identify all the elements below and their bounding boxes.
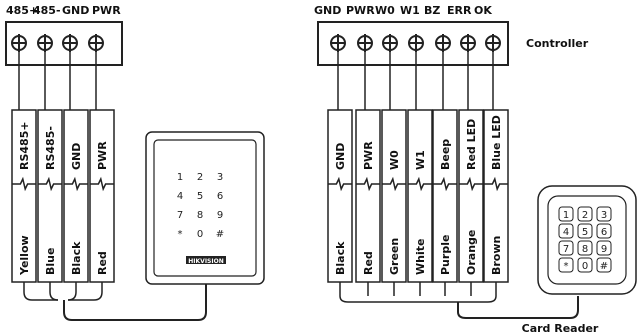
left-wire-signal-label: RS485- xyxy=(44,126,57,170)
card-reader-label: Card Reader xyxy=(522,322,599,335)
left-bundle-line xyxy=(49,282,59,301)
left-reader-key: 3 xyxy=(217,172,223,183)
right-wire-break xyxy=(433,176,457,192)
left-terminal-label: GND xyxy=(62,4,89,17)
card-reader-key xyxy=(596,206,612,222)
left-bundle-line xyxy=(23,282,58,301)
right-wire-color-label: Purple xyxy=(439,235,452,275)
left-reader-key: 9 xyxy=(217,210,223,221)
card-reader-key-label: * xyxy=(564,261,569,272)
controller-label: Controller xyxy=(526,37,589,50)
right-terminal-label: BZ xyxy=(424,4,440,17)
left-reader-key: 8 xyxy=(197,210,203,221)
right-wire-break xyxy=(408,176,432,192)
left-reader-logo-text: HIKVISION xyxy=(188,258,223,265)
right-wire-signal-label: W0 xyxy=(388,150,401,170)
card-reader-key xyxy=(596,257,612,273)
right-wire-signal-label: Blue LED xyxy=(490,115,503,170)
right-terminal-label: W0 xyxy=(375,4,395,17)
left-reader-key: 4 xyxy=(177,191,183,202)
right-terminal-label: PWR xyxy=(346,4,375,17)
left-wire-color-label: Yellow xyxy=(18,235,31,276)
left-wire-signal-label: PWR xyxy=(96,141,109,170)
right-terminal-label: ERR xyxy=(447,4,472,17)
right-wire-color-label: White xyxy=(414,239,427,275)
left-wire-break xyxy=(38,176,62,192)
left-wire-color-label: Blue xyxy=(44,248,57,275)
right-wire-signal-label: Red LED xyxy=(465,119,478,170)
left-reader-key: * xyxy=(178,229,183,240)
card-reader-key-label: 4 xyxy=(563,227,569,238)
right-wire-break xyxy=(382,176,406,192)
left-reader-key: # xyxy=(216,229,224,240)
left-terminal-label: 485+ xyxy=(6,4,38,17)
card-reader-key xyxy=(558,206,574,222)
left-wire-signal-label: GND xyxy=(70,143,83,170)
card-reader-key xyxy=(558,223,574,239)
right-wire-color-label: Orange xyxy=(465,230,478,275)
left-reader-logo xyxy=(186,256,226,264)
card-reader-key xyxy=(577,257,593,273)
card-reader-key xyxy=(558,257,574,273)
right-wire-break xyxy=(328,176,352,192)
right-terminal-label: GND xyxy=(314,4,341,17)
card-reader-key-label: 6 xyxy=(601,227,607,238)
left-cable-to-reader xyxy=(63,280,207,321)
right-wire-break xyxy=(356,176,380,192)
left-terminal-label: 485- xyxy=(33,4,61,17)
left-terminal-label: PWR xyxy=(92,4,121,17)
left-reader-key: 1 xyxy=(177,172,183,183)
card-reader-key-label: 1 xyxy=(563,210,569,221)
right-wire-signal-label: GND xyxy=(334,143,347,170)
right-wire-signal-label: PWR xyxy=(362,141,375,170)
left-reader-key: 0 xyxy=(197,229,203,240)
card-reader-key-label: 9 xyxy=(601,244,607,255)
card-reader-key-label: 5 xyxy=(582,227,588,238)
card-reader-key xyxy=(577,206,593,222)
left-wire-color-label: Black xyxy=(70,241,83,275)
left-wire-signal-label: RS485+ xyxy=(18,121,31,170)
left-wire-break xyxy=(12,176,36,192)
card-reader-key-label: 7 xyxy=(563,244,569,255)
right-terminal-label: W1 xyxy=(400,4,420,17)
right-wire-color-label: Brown xyxy=(490,236,503,275)
right-cable-to-reader xyxy=(457,296,579,319)
right-bundle-line xyxy=(339,295,497,303)
right-wire-color-label: Green xyxy=(388,238,401,275)
card-reader-key-label: # xyxy=(600,261,608,272)
left-reader-face xyxy=(153,139,257,277)
card-reader-key-label: 0 xyxy=(582,261,588,272)
card-reader-face xyxy=(547,195,627,285)
left-reader-key: 5 xyxy=(197,191,203,202)
right-terminal-label: OK xyxy=(474,4,492,17)
card-reader-key xyxy=(577,223,593,239)
right-terminal-block xyxy=(317,21,509,66)
left-reader-key: 6 xyxy=(217,191,223,202)
left-bundle-line xyxy=(67,282,77,301)
left-terminal-block xyxy=(5,21,123,66)
right-wire-color-label: Black xyxy=(334,241,347,275)
card-reader-key-label: 2 xyxy=(582,210,588,221)
card-reader-body xyxy=(537,185,637,295)
right-wire-break xyxy=(459,176,483,192)
left-reader-key: 7 xyxy=(177,210,183,221)
right-wire-color-label: Red xyxy=(362,251,375,275)
card-reader-key xyxy=(558,240,574,256)
card-reader-key xyxy=(596,240,612,256)
left-reader-key: 2 xyxy=(197,172,203,183)
card-reader-key xyxy=(596,223,612,239)
right-wire-signal-label: W1 xyxy=(414,150,427,170)
left-reader-body xyxy=(145,131,265,285)
card-reader-key-label: 8 xyxy=(582,244,588,255)
left-bundle-line xyxy=(68,282,103,301)
left-wire-color-label: Red xyxy=(96,251,109,275)
right-wire-break xyxy=(484,176,508,192)
left-wire-break xyxy=(64,176,88,192)
right-wire-signal-label: Beep xyxy=(439,139,452,170)
card-reader-key-label: 3 xyxy=(601,210,607,221)
left-wire-break xyxy=(90,176,114,192)
card-reader-key xyxy=(577,240,593,256)
